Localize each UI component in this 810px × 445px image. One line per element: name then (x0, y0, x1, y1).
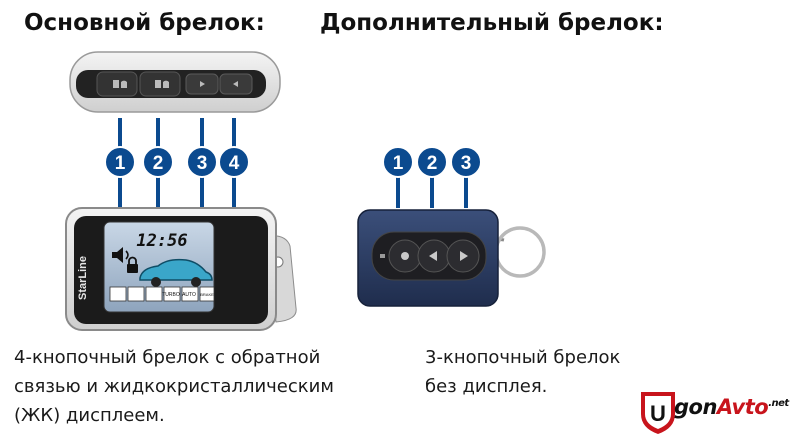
dot-icon (401, 252, 409, 260)
extra-fob-markers: 1 2 3 (382, 146, 482, 208)
main-keyfob-title: Основной брелок: (24, 10, 265, 36)
desc-main-line-2: связью и жидкокристаллическим (14, 376, 334, 397)
extra-keyfob-description: 3-кнопочный брелок без дисплея. (425, 343, 620, 401)
marker-2: 2 (153, 153, 164, 174)
car-icon (139, 258, 213, 287)
lcd-brake: BRAKE (200, 292, 214, 297)
ugonavto-logo: U (641, 392, 675, 434)
lcd-auto: AUTO (182, 292, 196, 298)
lcd-time: 12:56 (136, 231, 187, 251)
lock-icon (127, 256, 138, 273)
logo-letter: U (650, 401, 666, 426)
main-fob-markers: 1 2 3 4 (104, 118, 250, 210)
left-arrow-icon (429, 251, 437, 261)
right-arrow-icon (460, 251, 468, 261)
watermark-part1: gon (674, 395, 717, 419)
extra-fob-body (357, 209, 546, 307)
desc-main-line-3: (ЖК) дисплеем. (14, 405, 165, 426)
fob-brand-label: StarLine (77, 256, 89, 300)
extra-keyfob-title: Дополнительный брелок: (320, 10, 664, 36)
marker-4: 4 (229, 153, 240, 174)
extra-marker-3: 3 (461, 153, 472, 174)
main-fob-front-view: StarLine 12:56 TURBO AUTO BRAKE (65, 207, 297, 331)
watermark-part2: Avto (716, 395, 769, 419)
main-fob-top-view (69, 51, 281, 113)
main-keyfob-description: 4-кнопочный брелок с обратной связью и ж… (14, 343, 334, 430)
extra-marker-1: 1 (393, 153, 404, 174)
watermark-suffix: .net (768, 398, 789, 409)
extra-marker-2: 2 (427, 153, 438, 174)
desc-main-line-1: 4-кнопочный брелок с обратной (14, 347, 321, 368)
lcd-turbo: TURBO (162, 292, 180, 298)
marker-1: 1 (115, 153, 126, 174)
marker-3: 3 (197, 153, 208, 174)
desc-extra-line-1: 3-кнопочный брелок (425, 347, 621, 368)
lcd-status-row: TURBO AUTO BRAKE (109, 286, 215, 302)
speaker-icon (112, 247, 129, 263)
watermark: gonAvto.net (638, 388, 806, 434)
desc-extra-line-2: без дисплея. (425, 376, 548, 397)
